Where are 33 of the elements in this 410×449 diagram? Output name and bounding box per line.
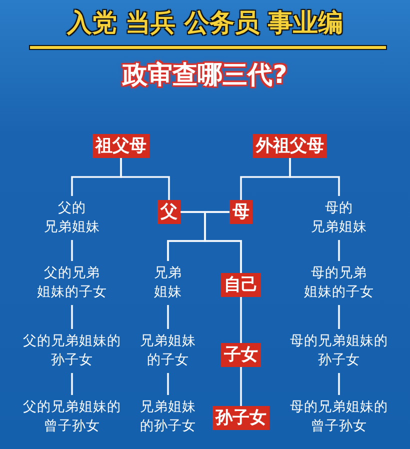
connector-line <box>71 373 73 395</box>
highlight-label: 自己 <box>221 273 261 297</box>
connector-line <box>338 305 340 329</box>
connector-line <box>338 373 340 395</box>
highlight-label: 祖父母 <box>92 134 150 158</box>
connector-line <box>71 305 73 329</box>
relative-label: 父的兄弟姐妹的子女 <box>35 261 109 305</box>
highlight-label: 子女 <box>221 343 261 367</box>
subtitle: 政审查哪三代? <box>121 59 288 91</box>
connector-line <box>289 158 340 196</box>
relative-label: 母的兄弟姐妹的孙子女 <box>288 329 390 373</box>
highlight-label: 孙子女 <box>212 406 270 430</box>
relative-label: 兄弟姐妹 <box>152 261 184 305</box>
title: 入党 当兵 公务员 事业编 <box>66 7 344 39</box>
relative-label: 兄弟姐妹的子女 <box>138 329 198 373</box>
relative-label: 母的兄弟姐妹 <box>309 196 369 240</box>
connector-line <box>167 305 169 329</box>
connector-line <box>240 367 242 406</box>
relative-label: 父的兄弟姐妹 <box>42 196 102 240</box>
relative-label: 母的兄弟姐妹的曾子孙女 <box>288 395 390 439</box>
highlight-label: 外祖父母 <box>253 134 327 158</box>
connector-line <box>167 373 169 395</box>
relative-label: 兄弟姐妹的孙子女 <box>138 395 198 439</box>
connector-line <box>240 297 242 343</box>
relative-label: 父的兄弟姐妹的孙子女 <box>21 329 123 373</box>
connector-line <box>338 240 340 261</box>
connector-line <box>120 158 170 200</box>
highlight-label: 母 <box>230 200 252 224</box>
relative-label: 父的兄弟姐妹的曾子孙女 <box>21 395 123 439</box>
connector-line <box>71 240 73 261</box>
highlight-label: 父 <box>158 200 180 224</box>
relative-label: 母的兄弟姐妹的子女 <box>302 261 376 305</box>
connector-line <box>204 211 242 273</box>
